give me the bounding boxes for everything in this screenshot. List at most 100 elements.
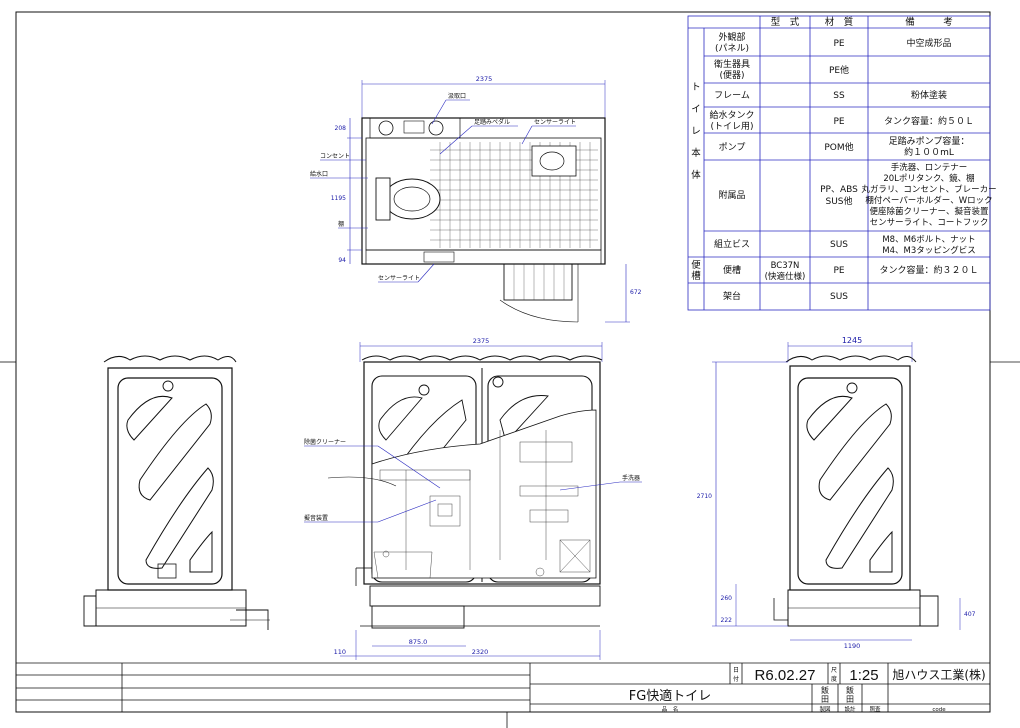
part-water-tank-2: (トイレ用) (710, 121, 753, 132)
remarks-tank: タンク容量：約３２０Ｌ (879, 264, 978, 276)
label-inlet: 汲取口 (448, 92, 466, 100)
label-sensor-light-top: センサーライト (534, 119, 576, 126)
material-sanitary: PE他 (829, 64, 849, 76)
svg-text:本: 本 (691, 147, 701, 159)
svg-text:田: 田 (846, 695, 854, 704)
dim-2710: 2710 (697, 493, 712, 500)
model-tank-2: (快適仕様) (765, 271, 806, 282)
remarks-pump-1: 足踏みポンプ容量： (889, 135, 970, 147)
header-remarks: 備 考 (905, 16, 953, 28)
material-water-tank: PE (833, 117, 844, 127)
part-stand: 架台 (723, 290, 741, 302)
label-foot-pedal: 足踏みペダル (474, 118, 510, 126)
product-caption: 品 名 (662, 705, 679, 713)
left-side-view (83, 355, 270, 630)
dim-407: 407 (964, 611, 976, 618)
dim-110: 110 (334, 648, 346, 656)
svg-text:レ: レ (691, 126, 701, 137)
remarks-acc-1: 手洗器、ロンテナー (891, 162, 968, 173)
product-name: FG快適トイレ (629, 688, 712, 704)
remarks-exterior: 中空成形品 (906, 37, 951, 49)
svg-text:イ: イ (691, 104, 701, 115)
part-exterior-1: 外観部 (718, 31, 745, 43)
right-side-view: 1245 2710 260 222 407 1190 (697, 336, 976, 650)
svg-text:付: 付 (733, 675, 739, 683)
dim-plan-width: 2375 (476, 75, 493, 83)
company-name: 旭ハウス工業(株) (892, 667, 985, 682)
label-outlet: コンセント (320, 153, 350, 160)
label-hand-wash: 手洗器 (622, 474, 640, 482)
svg-text:田: 田 (821, 695, 829, 704)
part-tank: 便槽 (723, 264, 741, 276)
material-exterior: PE (833, 39, 844, 49)
scale-value: 1:25 (849, 667, 878, 684)
dim-front-width: 2375 (473, 337, 490, 345)
spec-table-text: 型 式 材 質 備 考 ト イ レ 本 体 便 槽 外観部 (パネル) PE 中… (691, 16, 996, 302)
dim-side-width: 1245 (842, 336, 862, 345)
model-tank-1: BC37N (771, 261, 800, 271)
dim-1190: 1190 (844, 642, 861, 650)
dim-260: 260 (721, 595, 733, 602)
remarks-acc-2: 20Lポリタンク、鏡、棚 (883, 173, 974, 184)
label-sound-device: 擬音装置 (304, 514, 328, 522)
remarks-acc-6: センサーライト、コートフック (870, 218, 989, 228)
svg-text:体: 体 (691, 169, 701, 181)
svg-text:飯: 飯 (846, 685, 854, 695)
dim-672: 672 (630, 289, 642, 296)
svg-text:槽: 槽 (691, 270, 701, 282)
svg-text:日: 日 (733, 667, 739, 674)
dim-875: 875.0 (409, 638, 428, 646)
material-accessories-2: SUS他 (825, 195, 852, 207)
dim-2320: 2320 (472, 648, 489, 656)
svg-text:便: 便 (691, 259, 701, 271)
date-value: R6.02.27 (755, 667, 816, 684)
remarks-acc-5: 便座除菌クリーナー、擬音装置 (870, 206, 989, 217)
remarks-screws-1: M8、M6ボルト、ナット (882, 235, 975, 245)
svg-text:ト: ト (691, 82, 701, 93)
label-shelf: 棚 (338, 220, 344, 228)
part-sanitary-2: (便器) (719, 69, 744, 81)
material-tank: PE (833, 266, 844, 276)
dim-208: 208 (335, 125, 347, 132)
header-material: 材 質 (825, 16, 854, 28)
remarks-acc-3: 丸ガラリ、コンセント、ブレーカー (861, 184, 996, 195)
material-stand: SUS (830, 292, 848, 302)
part-exterior-2: (パネル) (715, 43, 749, 54)
header-model: 型 式 (771, 16, 800, 28)
dim-1195: 1195 (331, 195, 346, 202)
label-sensor-light-bottom: センサーライト (378, 275, 420, 282)
remarks-frame: 粉体塗装 (911, 89, 947, 101)
code-label: code (932, 707, 946, 713)
dim-222: 222 (721, 617, 733, 624)
part-frame: フレーム (714, 90, 750, 101)
spec-table (687, 15, 991, 311)
title-block-text: 日 付 R6.02.27 尺 度 1:25 旭ハウス工業(株) FG快適トイレ … (629, 667, 986, 713)
sheet-border (0, 11, 1020, 728)
part-sanitary-1: 衛生器具 (714, 58, 750, 70)
remarks-screws-2: M4、M3タッピングビス (882, 245, 975, 256)
group-toilet-body: ト イ レ 本 体 (691, 82, 701, 181)
svg-text:飯: 飯 (821, 685, 829, 695)
dim-94: 94 (338, 257, 346, 264)
label-water-inlet: 給水口 (310, 170, 328, 178)
material-screws: SUS (830, 240, 848, 250)
role-design: 設計 (844, 705, 856, 713)
role-check: 照査 (869, 705, 881, 713)
part-water-tank-1: 給水タンク (709, 109, 754, 121)
remarks-water-tank: タンク容量：約５０Ｌ (884, 115, 974, 127)
remarks-pump-2: 約１００mL (904, 146, 954, 158)
group-tank: 便 槽 (691, 259, 701, 282)
label-seat-cleaner: 除菌クリーナー (304, 438, 346, 446)
material-pump: POM他 (824, 141, 853, 153)
part-screws: 組立ビス (714, 238, 750, 250)
material-frame: SS (833, 91, 845, 101)
svg-text:度: 度 (831, 675, 837, 683)
role-drawing: 製図 (819, 705, 831, 713)
part-pump: ポンプ (719, 142, 746, 153)
part-accessories: 附属品 (718, 189, 745, 201)
material-accessories-1: PP、ABS (820, 185, 858, 195)
plan-view: 2375 (310, 75, 642, 323)
svg-text:尺: 尺 (831, 667, 837, 674)
remarks-acc-4: 棚付ペーパーホルダー、Wロック (865, 195, 992, 206)
